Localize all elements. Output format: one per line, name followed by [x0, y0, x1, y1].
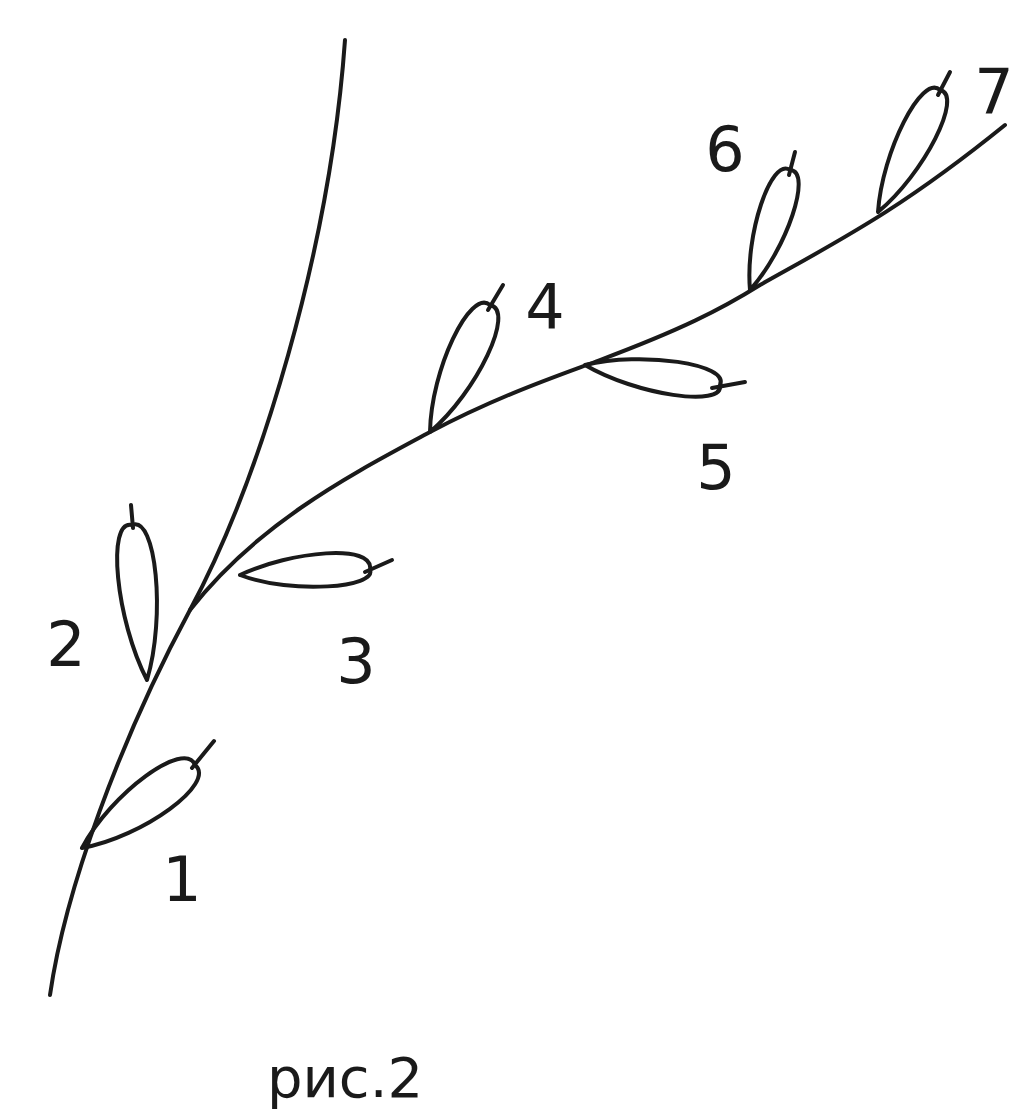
callout-number: 2 [46, 614, 85, 676]
callout-number: 1 [162, 849, 201, 911]
side-branch [190, 125, 1005, 610]
callout-number: 4 [525, 277, 564, 339]
leaf-tick [938, 72, 950, 95]
callout-number: 7 [974, 61, 1013, 123]
leaf-2 [117, 524, 157, 680]
leaf-3 [240, 553, 370, 587]
leaf-tick [192, 741, 214, 768]
leaf-tick [131, 505, 133, 528]
main-stem [50, 40, 345, 995]
leaf-6 [749, 169, 798, 290]
leaf-tick [488, 285, 503, 310]
leaf-7 [878, 88, 947, 212]
callout-number: 6 [705, 119, 744, 181]
leaf-5 [585, 359, 721, 397]
leaf-tick [712, 382, 745, 388]
callout-number: 5 [696, 437, 735, 499]
leaf-tick [789, 152, 795, 175]
leaf-4 [430, 303, 498, 432]
leaf-1 [82, 758, 199, 848]
leaf-tick [365, 560, 392, 572]
callout-number: 3 [336, 631, 375, 693]
figure-caption: рис.2 [267, 1050, 423, 1106]
